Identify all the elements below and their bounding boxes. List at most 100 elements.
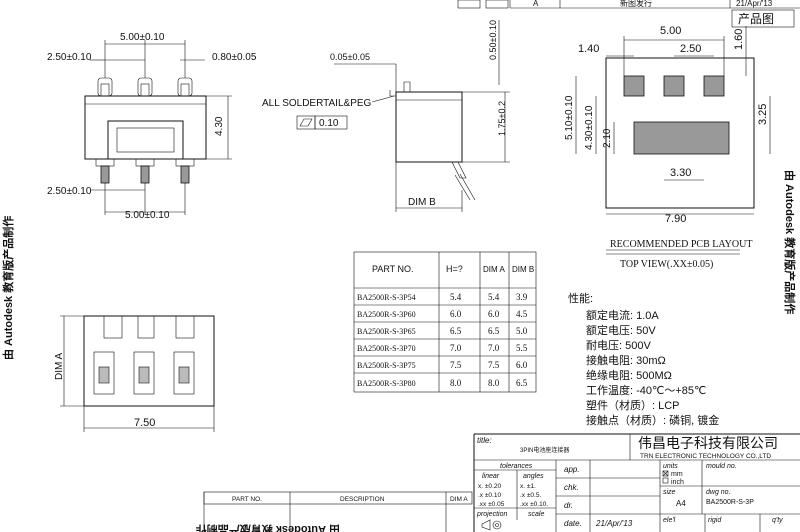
- pcb-dim-pitch: 2.50: [680, 43, 701, 55]
- cell-dim-b: 4.5: [516, 309, 528, 319]
- cell-dim-a: 6.5: [488, 326, 500, 336]
- projection-label: projection: [476, 511, 507, 518]
- cell-dim-b: 6.0: [516, 360, 528, 370]
- scale-label: scale: [528, 511, 544, 518]
- dim-left-bottom: 2.50±0.10: [47, 186, 92, 197]
- angle-tol-1: x. ±1.: [520, 483, 536, 490]
- specs-heading: 性能:: [568, 291, 593, 305]
- unit-mm: mm: [671, 471, 683, 478]
- cell-dim-b: 6.5: [516, 378, 528, 388]
- title-block: title: 3PIN电池座连接器 伟昌电子科技有限公司 TRN ELECTRO…: [473, 433, 800, 532]
- col-header-part-no: PART NO.: [372, 264, 414, 274]
- dim-pin-width: 0.80±0.05: [212, 52, 257, 63]
- bottom-dim-a: DIM A: [450, 496, 468, 503]
- cell-part-no: BA2500R-S-3P65: [357, 327, 416, 336]
- col-header-h: H=?: [446, 264, 463, 274]
- pcb-subtitle: TOP VIEW(.XX±0.05): [620, 259, 713, 270]
- app-label: app.: [564, 465, 580, 474]
- dwg-no-label: dwg no.: [706, 489, 731, 496]
- projection-icon: [481, 519, 502, 531]
- cell-h: 6.0: [450, 309, 462, 319]
- pcb-dim-right-height: 3.25: [757, 104, 769, 125]
- revision-strip: A 新图发行 21/Apr/'13 产品图: [457, 0, 800, 28]
- mould-no-label: mould no.: [706, 463, 737, 470]
- angle-tol-2: .x ±0.5.: [520, 492, 541, 499]
- company-en: TRN ELECTRONIC TECHNOLOGY CO.,LTD: [640, 453, 771, 460]
- cell-part-no: BA2500R-S-3P80: [357, 379, 416, 388]
- pcb-title: RECOMMENDED PCB LAYOUT: [610, 239, 752, 250]
- watermark-right: 由 Autodesk 教育版产品制作: [783, 170, 797, 314]
- size-value: A4: [676, 499, 686, 508]
- flatness-value: 0.10: [319, 118, 339, 129]
- watermark-left: 由 Autodesk 教育版产品制作: [1, 216, 15, 360]
- cell-dim-a: 7.5: [488, 360, 500, 370]
- dim-pitch-bottom: 5.00±0.10: [125, 210, 170, 221]
- pcb-dim-pad-height: 2.10: [602, 128, 613, 148]
- table-row: BA2500R-S-3P80 8.0 8.0 6.5: [357, 378, 528, 388]
- cell-part-no: BA2500R-S-3P75: [357, 361, 416, 370]
- date-value: 21/Apr/'13: [595, 519, 633, 528]
- cell-h: 8.0: [450, 378, 462, 388]
- solder-note: ALL SOLDERTAIL&PEG: [262, 98, 372, 109]
- top-view: 5.00±0.10 2.50±0.10 0.80±0.05 4.30 2.50±…: [47, 32, 257, 221]
- tolerances-label: tolerances: [500, 463, 533, 470]
- pcb-layout: 5.00 1.40 2.50 1.60 5.10±0.10 4.30±0.10 …: [564, 25, 771, 270]
- table-row: BA2500R-S-3P60 6.0 6.0 4.5: [357, 309, 528, 319]
- cell-h: 7.0: [450, 343, 462, 353]
- pcb-dim-left-offset: 1.40: [578, 43, 599, 55]
- table-row: BA2500R-S-3P70 7.0 7.0 5.5: [357, 343, 528, 353]
- spec-line: 接触点（材质）: 磷铜, 镀金: [586, 413, 719, 427]
- watermark-bottom: 由 Autodesk 教育版产品制作: [196, 523, 340, 532]
- angles-label: angles: [523, 473, 544, 480]
- angle-tol-3: .xx ±0.10.: [520, 501, 548, 508]
- cell-h: 6.5: [450, 326, 462, 336]
- linear-tol-3: .xx ±0.05: [478, 501, 505, 508]
- dr-label: dr.: [564, 501, 573, 510]
- product-tag: 产品图: [738, 12, 774, 26]
- pcb-dim-pad-width: 3.30: [670, 167, 691, 179]
- cell-h: 5.4: [450, 292, 462, 302]
- col-header-dim-b: DIM B: [512, 265, 534, 274]
- bottom-description: DESCRIPTION: [340, 496, 385, 503]
- linear-tol-2: .x ±0.10: [478, 492, 501, 499]
- front-dim-a: DIM A: [54, 352, 65, 380]
- spec-line: 塑件（材质）: LCP: [586, 398, 680, 412]
- rigid-label: rigid: [708, 517, 722, 524]
- col-header-dim-a: DIM A: [483, 265, 505, 274]
- cell-part-no: BA2500R-S-3P60: [357, 310, 416, 319]
- cell-dim-a: 7.0: [488, 343, 500, 353]
- dim-right: 1.75±0.2: [497, 101, 507, 136]
- title-value: 3PIN电池座连接器: [520, 446, 569, 454]
- pcb-dim-total-width: 7.90: [665, 213, 686, 225]
- cell-part-no: BA2500R-S-3P70: [357, 344, 416, 353]
- cell-h: 7.5: [450, 360, 462, 370]
- rev-date: 21/Apr/'13: [736, 0, 773, 8]
- pcb-dim-total-height: 5.10±0.10: [564, 95, 575, 140]
- cell-part-no: BA2500R-S-3P54: [357, 293, 416, 302]
- pcb-dim-inner-height: 4.30±0.10: [584, 105, 595, 150]
- dim-height: 4.30: [214, 116, 225, 136]
- bottom-parts-table: PART NO. DESCRIPTION DIM A: [203, 491, 473, 532]
- units-label: units: [663, 463, 678, 470]
- cell-dim-a: 6.0: [488, 309, 500, 319]
- dim-pitch-top: 5.00±0.10: [120, 32, 165, 43]
- pcb-dim-top-height: 1.60: [733, 29, 745, 50]
- linear-label: linear: [482, 473, 500, 480]
- unit-inch-checkbox: [662, 477, 669, 484]
- dim-thickness: 0.05±0.05: [330, 52, 370, 62]
- specs: 性能: 额定电流: 1.0A 额定电压: 50V 耐电压: 500V 接触电阻:…: [568, 291, 719, 427]
- cell-dim-b: 5.0: [516, 326, 528, 336]
- spec-line: 额定电流: 1.0A: [586, 308, 659, 322]
- spec-line: 额定电压: 50V: [586, 323, 656, 337]
- table-row: BA2500R-S-3P65 6.5 6.5 5.0: [357, 326, 528, 336]
- size-label: size: [663, 489, 676, 496]
- rev-letter: A: [533, 0, 539, 8]
- unit-inch: inch: [671, 479, 684, 486]
- spec-line: 绝缘电阻: 500MΩ: [586, 368, 672, 382]
- cell-dim-b: 3.9: [516, 292, 528, 302]
- front-view: DIM A 7.50: [54, 315, 215, 432]
- spec-line: 耐电压: 500V: [586, 339, 651, 352]
- title-label: title:: [477, 436, 492, 445]
- dim-top: 0.50±0.10: [488, 20, 498, 60]
